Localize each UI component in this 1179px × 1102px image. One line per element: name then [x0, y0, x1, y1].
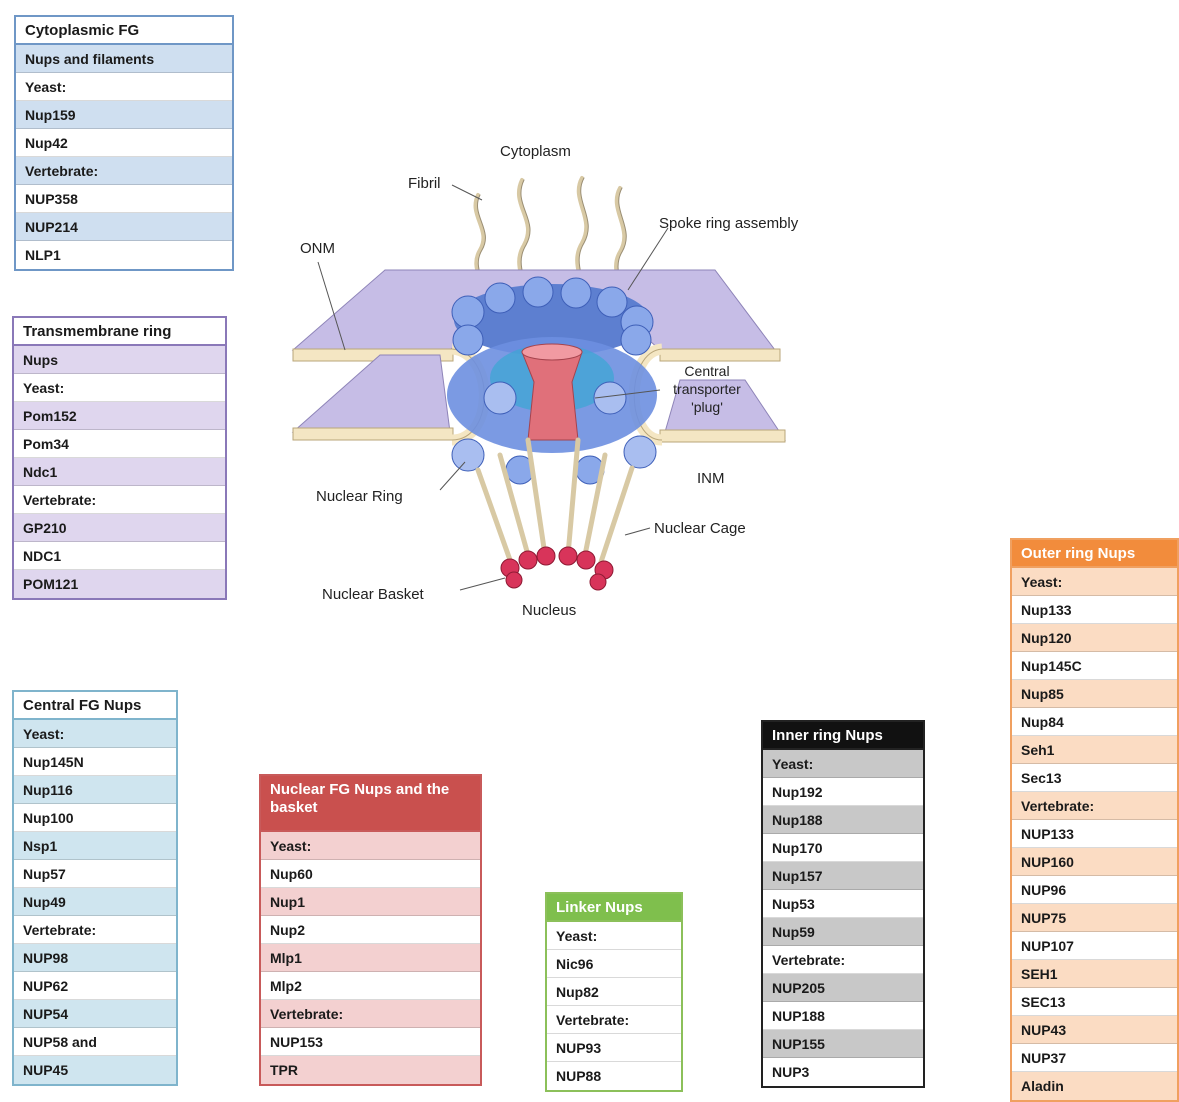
label-inm: INM	[697, 470, 725, 487]
label-onm: ONM	[300, 240, 335, 257]
label-nuclear-ring: Nuclear Ring	[316, 488, 403, 505]
label-fibril: Fibril	[408, 175, 441, 192]
label-central-transporter-plug: Central transporter 'plug'	[656, 362, 758, 416]
nuclear-cage-filaments	[478, 440, 632, 565]
nuclear-basket	[501, 547, 613, 590]
label-spoke-ring-assembly: Spoke ring assembly	[659, 215, 798, 232]
label-cytoplasm: Cytoplasm	[500, 143, 571, 160]
label-nuclear-cage: Nuclear Cage	[654, 520, 746, 537]
label-nuclear-basket: Nuclear Basket	[322, 586, 424, 603]
label-nucleus: Nucleus	[522, 602, 576, 619]
